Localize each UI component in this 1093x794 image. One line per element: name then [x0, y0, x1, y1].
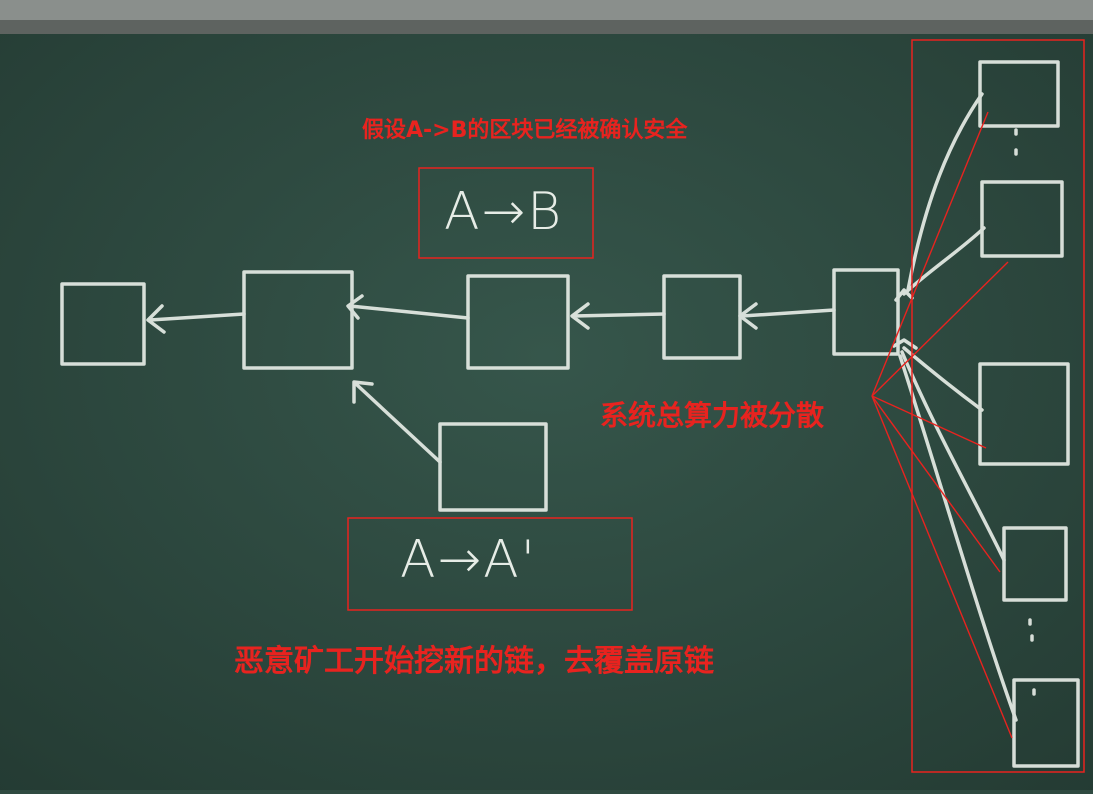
block-fork-a-to-a-prime	[438, 422, 548, 512]
ellipsis-dots	[1014, 128, 1036, 696]
chalk-label-a-to-b: A→B	[444, 182, 564, 242]
chain-link-arrows	[146, 294, 836, 464]
note-confirmed-safe: 假设A->B的区块已经被确认安全	[362, 118, 688, 143]
block-branch-3	[978, 362, 1070, 466]
highlight-box-a-to-a-prime	[347, 517, 633, 611]
note-malicious-miner: 恶意矿工开始挖新的链，去覆盖原链	[234, 644, 714, 679]
highlight-box-a-to-b	[418, 167, 594, 259]
hash-power-lines	[871, 111, 1013, 739]
block-main-5	[832, 268, 900, 356]
block-branch-2	[980, 180, 1064, 258]
chalk-label-a-to-a-prime: A→A'	[400, 530, 538, 590]
highlight-box-branch-column	[911, 39, 1085, 773]
block-a-to-b	[466, 274, 570, 370]
block-genesis	[60, 282, 146, 366]
board-frame-ledge	[0, 20, 1093, 34]
block-branch-5	[1012, 678, 1080, 768]
branch-arrows	[892, 92, 1018, 722]
note-hash-power-dispersed: 系统总算力被分散	[600, 399, 825, 432]
block-fork-parent	[242, 270, 354, 370]
block-branch-4	[1002, 526, 1068, 602]
